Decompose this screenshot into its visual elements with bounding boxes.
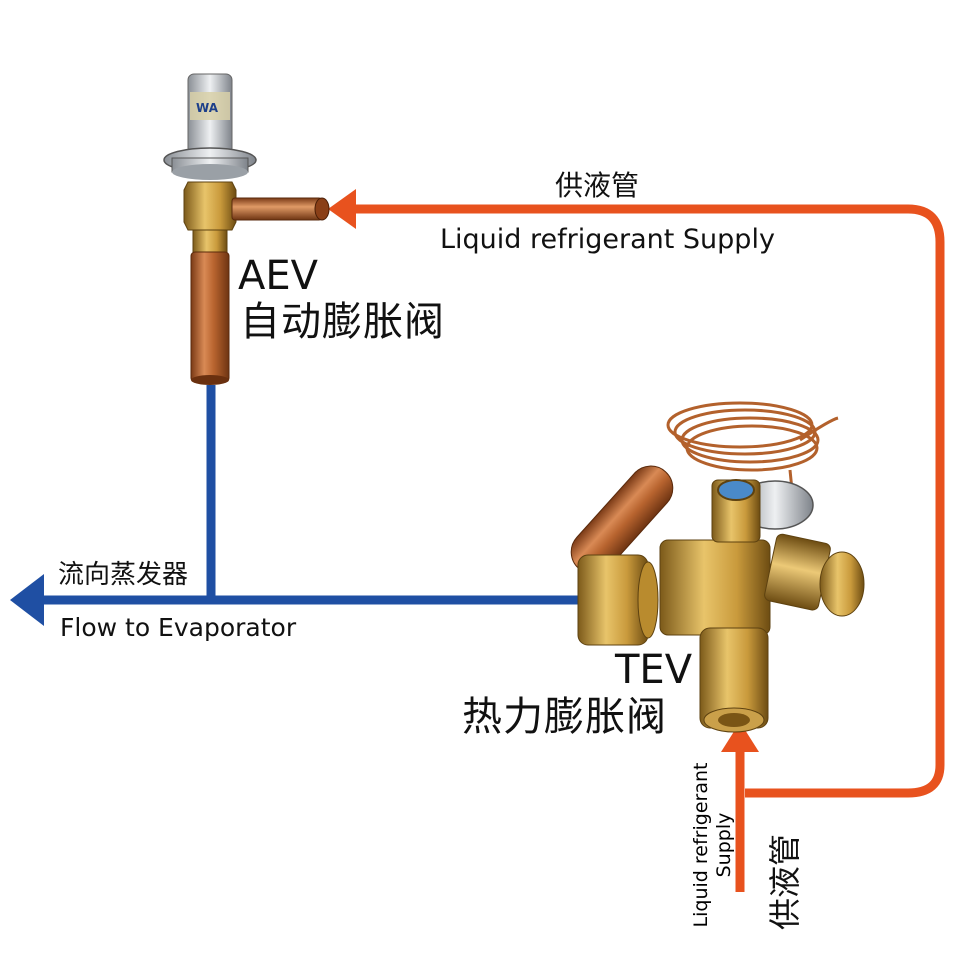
aev-badge: WA (196, 101, 219, 115)
tev-label-code: TEV (615, 647, 693, 693)
supply-label-en: Liquid refrigerant Supply (440, 224, 775, 255)
aev-valve: WA (163, 73, 330, 385)
inlet-label-en: Liquid refrigerant Supply (690, 750, 735, 940)
inlet-label-en-line1: Liquid refrigerant (690, 762, 712, 928)
evaporator-label-en: Flow to Evaporator (60, 613, 297, 642)
aev-label-code: AEV (238, 253, 318, 299)
inlet-label-en-line2: Supply (713, 812, 735, 878)
tev-label-cn: 热力膨胀阀 (462, 694, 667, 740)
tev-valve (570, 401, 865, 733)
supply-arrowhead-aev (328, 189, 356, 229)
supply-label-cn: 供液管 (555, 169, 640, 202)
aev-label-cn: 自动膨胀阀 (240, 299, 445, 345)
evaporator-arrowhead (10, 574, 44, 626)
inlet-label-cn: 供液管 (766, 833, 804, 930)
supply-arrowhead-tev (721, 722, 759, 752)
evaporator-label-cn: 流向蒸发器 (58, 560, 189, 590)
evaporator-line (206, 385, 585, 605)
supply-line (350, 204, 945, 798)
